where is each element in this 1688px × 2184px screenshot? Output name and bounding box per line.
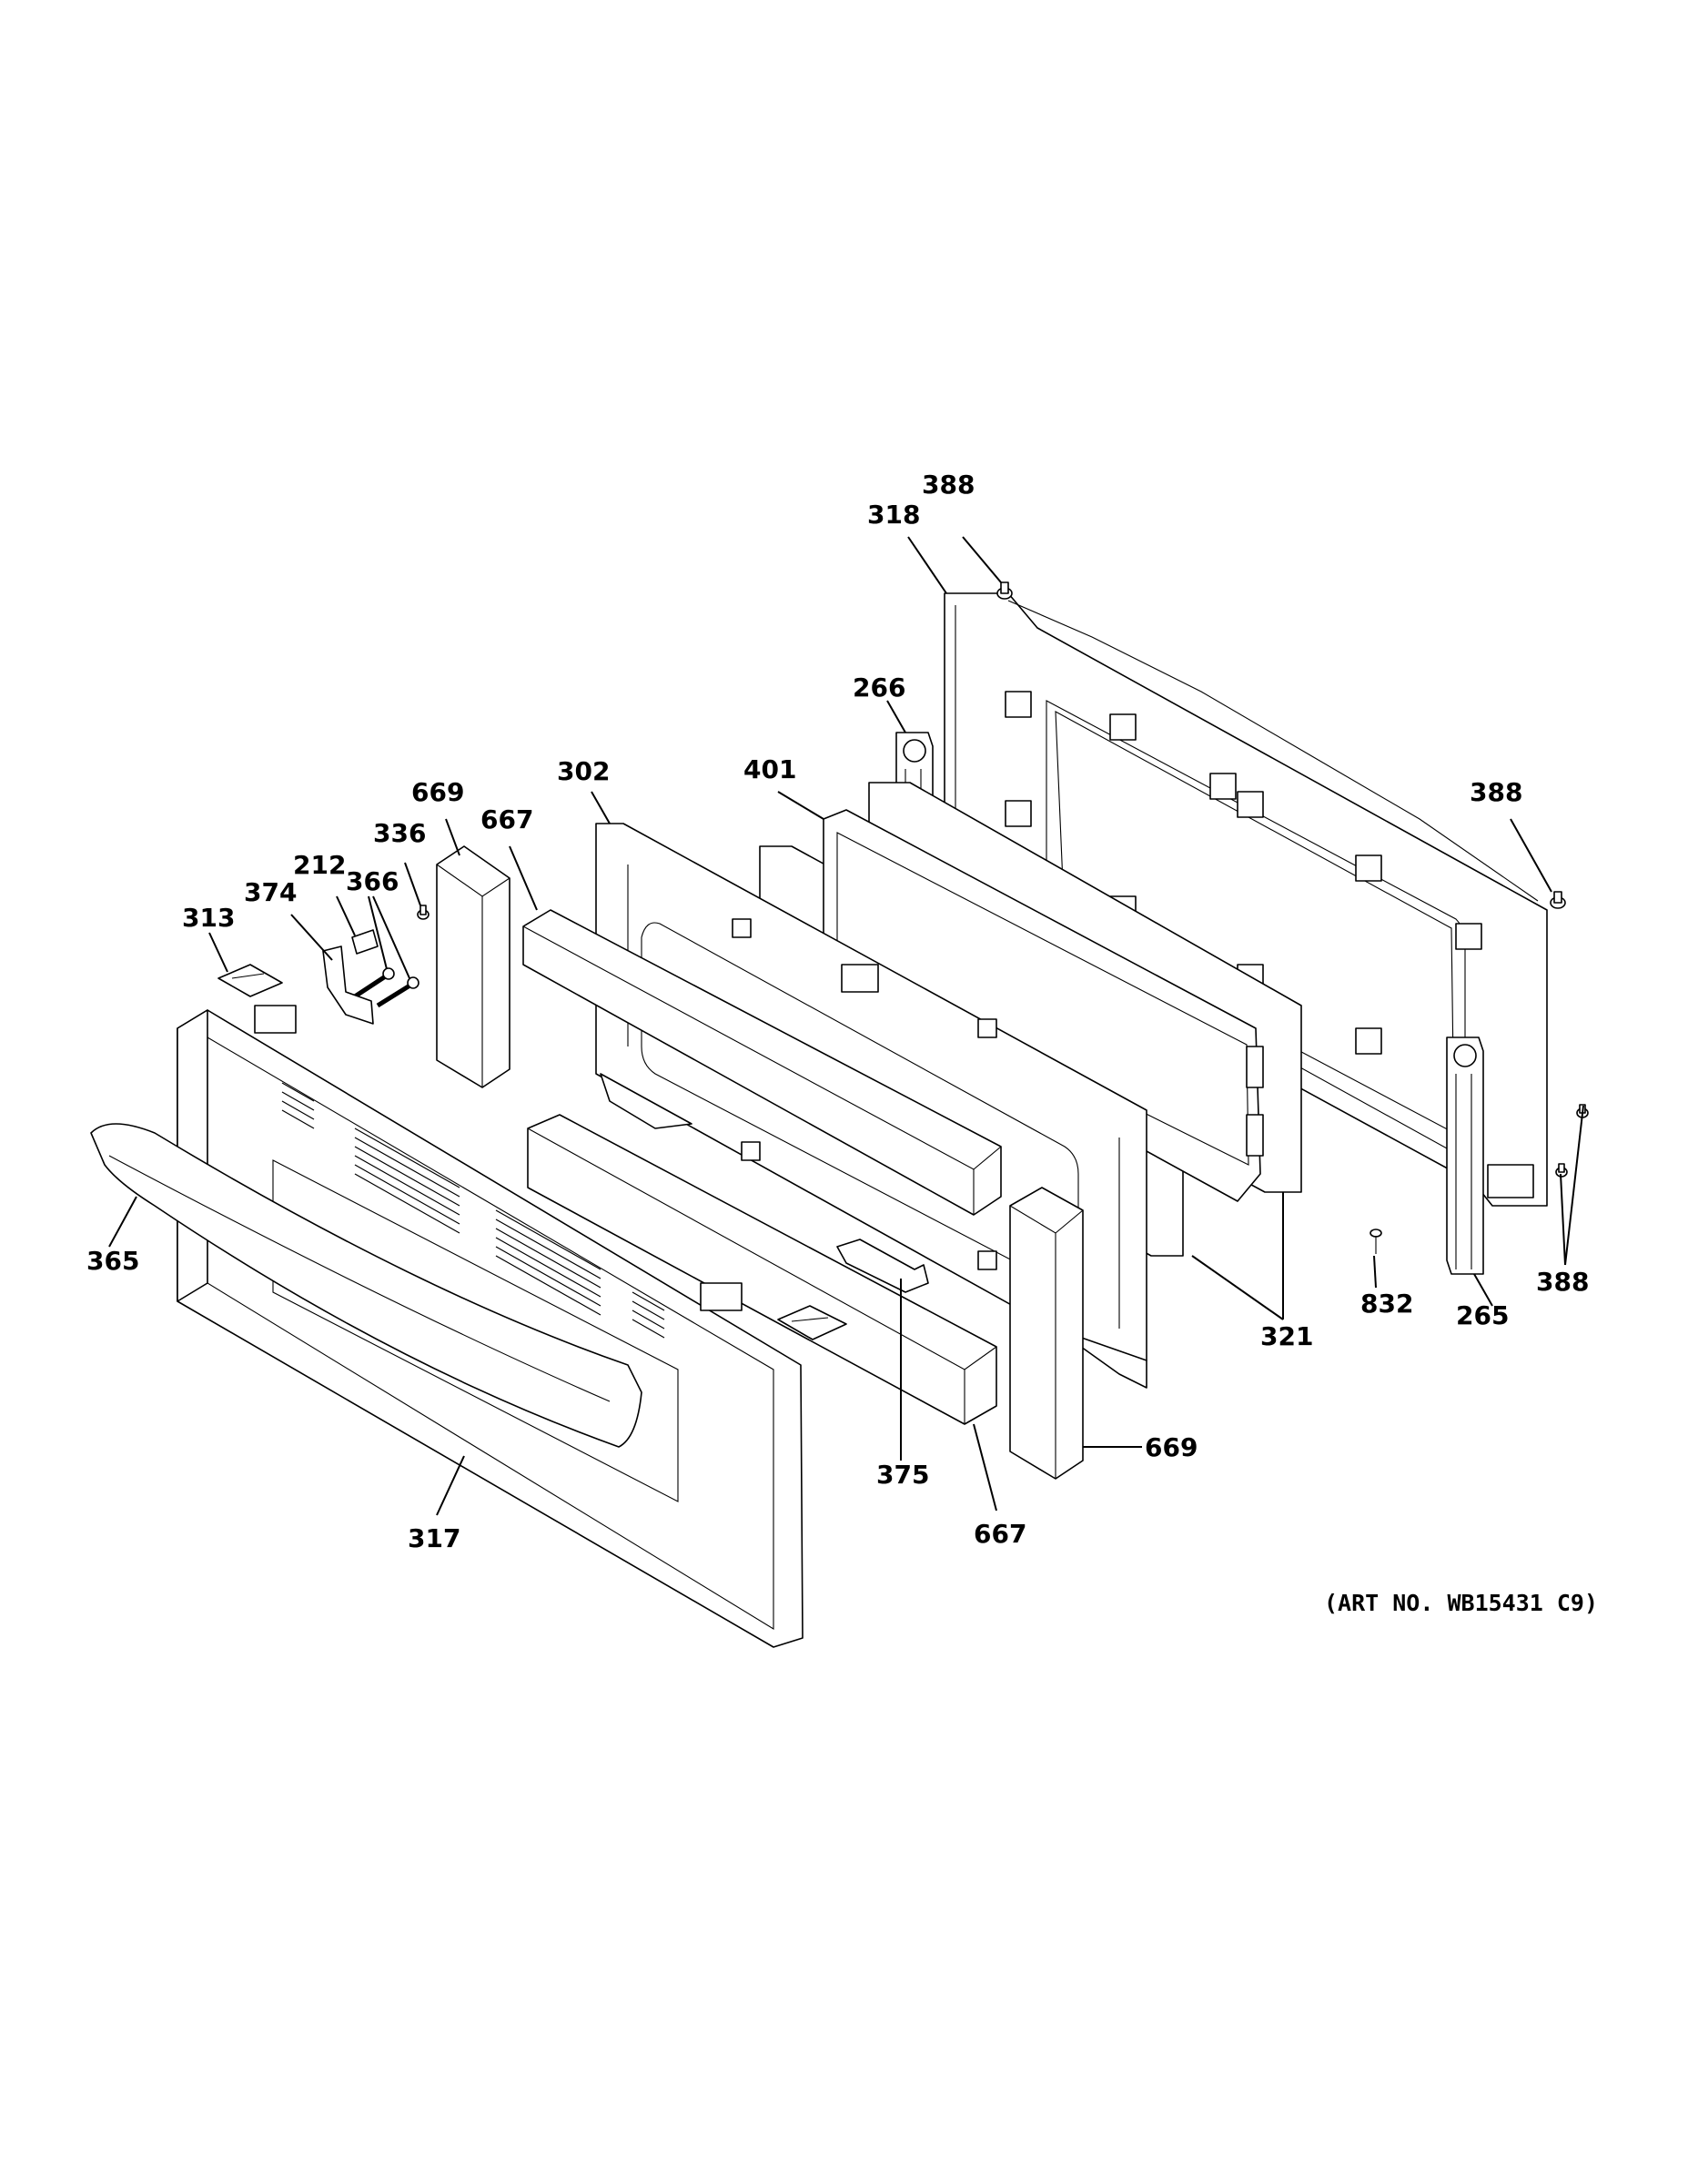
screw-388-lower-b xyxy=(1555,1163,1568,1178)
vent-grille-left xyxy=(281,1082,460,1234)
callout-366: 366 xyxy=(346,866,399,896)
callout-336: 336 xyxy=(373,818,426,848)
callout-401: 401 xyxy=(743,754,796,784)
screw-388-right xyxy=(1550,891,1566,909)
callout-832: 832 xyxy=(1360,1289,1413,1319)
callout-388-right: 388 xyxy=(1470,777,1522,807)
callout-669-top: 669 xyxy=(411,777,464,807)
callout-317: 317 xyxy=(408,1523,460,1553)
side-insulation-669-right xyxy=(1009,1187,1084,1480)
insulation-667-lower xyxy=(527,1114,997,1425)
art-number: (ART NO. WB15431 C9) xyxy=(1324,1590,1598,1616)
bracket-375 xyxy=(836,1239,929,1293)
callout-212: 212 xyxy=(293,850,346,880)
callout-667-bottom: 667 xyxy=(974,1519,1026,1549)
callout-318: 318 xyxy=(867,500,920,530)
vent-grille-right xyxy=(495,1209,665,1339)
screw-832 xyxy=(1370,1228,1382,1254)
door-handle-365 xyxy=(90,1123,642,1448)
callout-365: 365 xyxy=(86,1246,139,1276)
callout-302: 302 xyxy=(557,756,610,786)
vent-trim-313-right xyxy=(777,1305,847,1340)
screw-336 xyxy=(417,905,430,920)
bracket-374 xyxy=(322,945,374,1025)
callout-266: 266 xyxy=(853,672,905,703)
callout-388-bottom: 388 xyxy=(1536,1267,1589,1297)
callout-375: 375 xyxy=(876,1460,929,1490)
vent-trim-313-left xyxy=(217,964,283,997)
insulation-667-upper xyxy=(522,909,1002,1216)
screw-388-top xyxy=(996,581,1013,600)
side-insulation-669-left xyxy=(436,845,510,1088)
callout-388-top: 388 xyxy=(922,470,975,500)
screws-366 xyxy=(353,967,419,1008)
callout-313: 313 xyxy=(182,903,235,933)
callout-669-bottom: 669 xyxy=(1145,1432,1198,1462)
callout-321: 321 xyxy=(1260,1321,1313,1351)
callout-labels: 388 318 266 401 302 669 667 336 212 366 … xyxy=(86,470,1589,1553)
callout-265: 265 xyxy=(1456,1300,1509,1330)
hinge-265 xyxy=(1446,1036,1484,1275)
callout-374: 374 xyxy=(244,877,297,907)
callout-667-top: 667 xyxy=(480,804,533,834)
leader-lines xyxy=(108,536,1584,1516)
spacer-212 xyxy=(351,929,379,955)
